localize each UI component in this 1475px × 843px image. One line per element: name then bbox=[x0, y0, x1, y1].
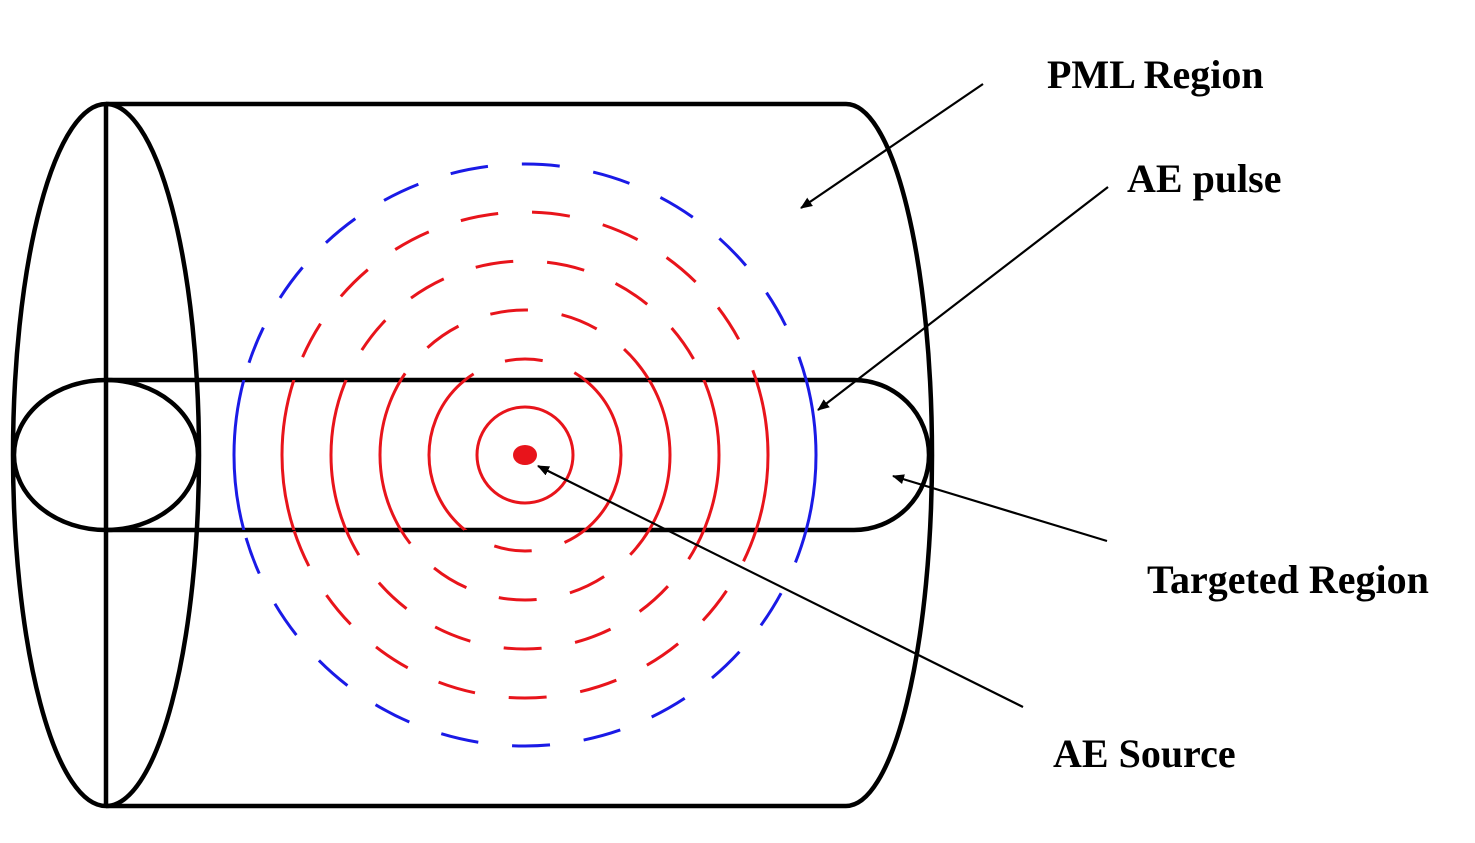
ae-source-dot bbox=[513, 445, 537, 465]
pulse-ring bbox=[427, 380, 623, 530]
ae-pulse-arrow bbox=[817, 186, 1109, 411]
pulse-outer-ring bbox=[232, 380, 818, 530]
pulse-ring bbox=[329, 380, 721, 530]
ae-pulse-wavefronts bbox=[232, 162, 818, 748]
ae-source-arrow bbox=[537, 465, 1024, 708]
pml-region-arrow bbox=[800, 83, 984, 209]
pml-region-label: PML Region bbox=[1047, 52, 1264, 97]
targeted-region-cylinder bbox=[11, 377, 932, 533]
annotation-labels: PML Region AE pulse Targeted Region AE S… bbox=[1047, 52, 1429, 776]
targeted-region-arrow bbox=[892, 474, 1108, 543]
pulse-ring bbox=[475, 405, 575, 505]
targeted-body bbox=[106, 377, 932, 533]
annotation-arrows bbox=[537, 83, 1109, 708]
wavefronts-inside bbox=[232, 380, 818, 530]
ae-source-label: AE Source bbox=[1053, 731, 1236, 776]
pulse-ring bbox=[280, 380, 770, 530]
pulse-ring bbox=[378, 380, 672, 530]
ae-pulse-label: AE pulse bbox=[1127, 156, 1282, 201]
pml-cylinder bbox=[10, 101, 935, 809]
targeted-region-label: Targeted Region bbox=[1147, 557, 1429, 602]
cylinder-body bbox=[106, 101, 935, 809]
